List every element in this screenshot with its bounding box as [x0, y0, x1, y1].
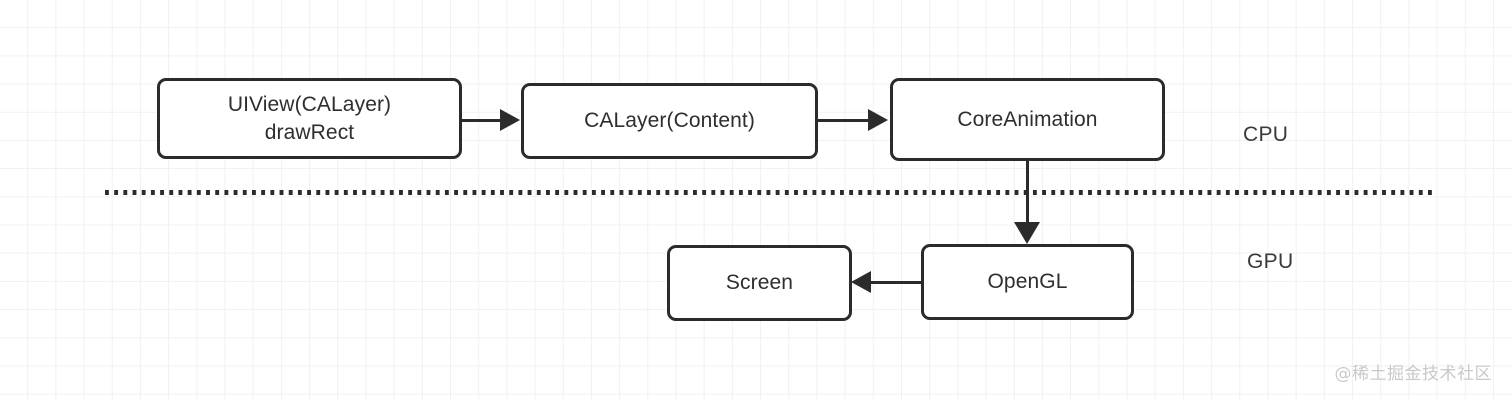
arrowhead-right-icon [500, 109, 520, 131]
label-cpu: CPU [1243, 123, 1289, 146]
node-screen[interactable]: Screen [667, 245, 852, 321]
cpu-gpu-divider [105, 190, 1432, 195]
arrowhead-down-icon [1014, 222, 1040, 244]
node-uiview-calayer-drawrect[interactable]: UIView(CALayer) drawRect [157, 78, 462, 159]
node-coreanimation[interactable]: CoreAnimation [890, 78, 1165, 161]
node-opengl[interactable]: OpenGL [921, 244, 1134, 320]
edge-line [462, 119, 504, 122]
arrowhead-left-icon [851, 271, 871, 293]
watermark: @稀土掘金技术社区 [1334, 364, 1492, 384]
edge-line [818, 119, 870, 122]
edge-line [870, 281, 922, 284]
node-calayer-content[interactable]: CALayer(Content) [521, 83, 818, 159]
arrowhead-right-icon [868, 109, 888, 131]
label-gpu: GPU [1247, 250, 1294, 273]
